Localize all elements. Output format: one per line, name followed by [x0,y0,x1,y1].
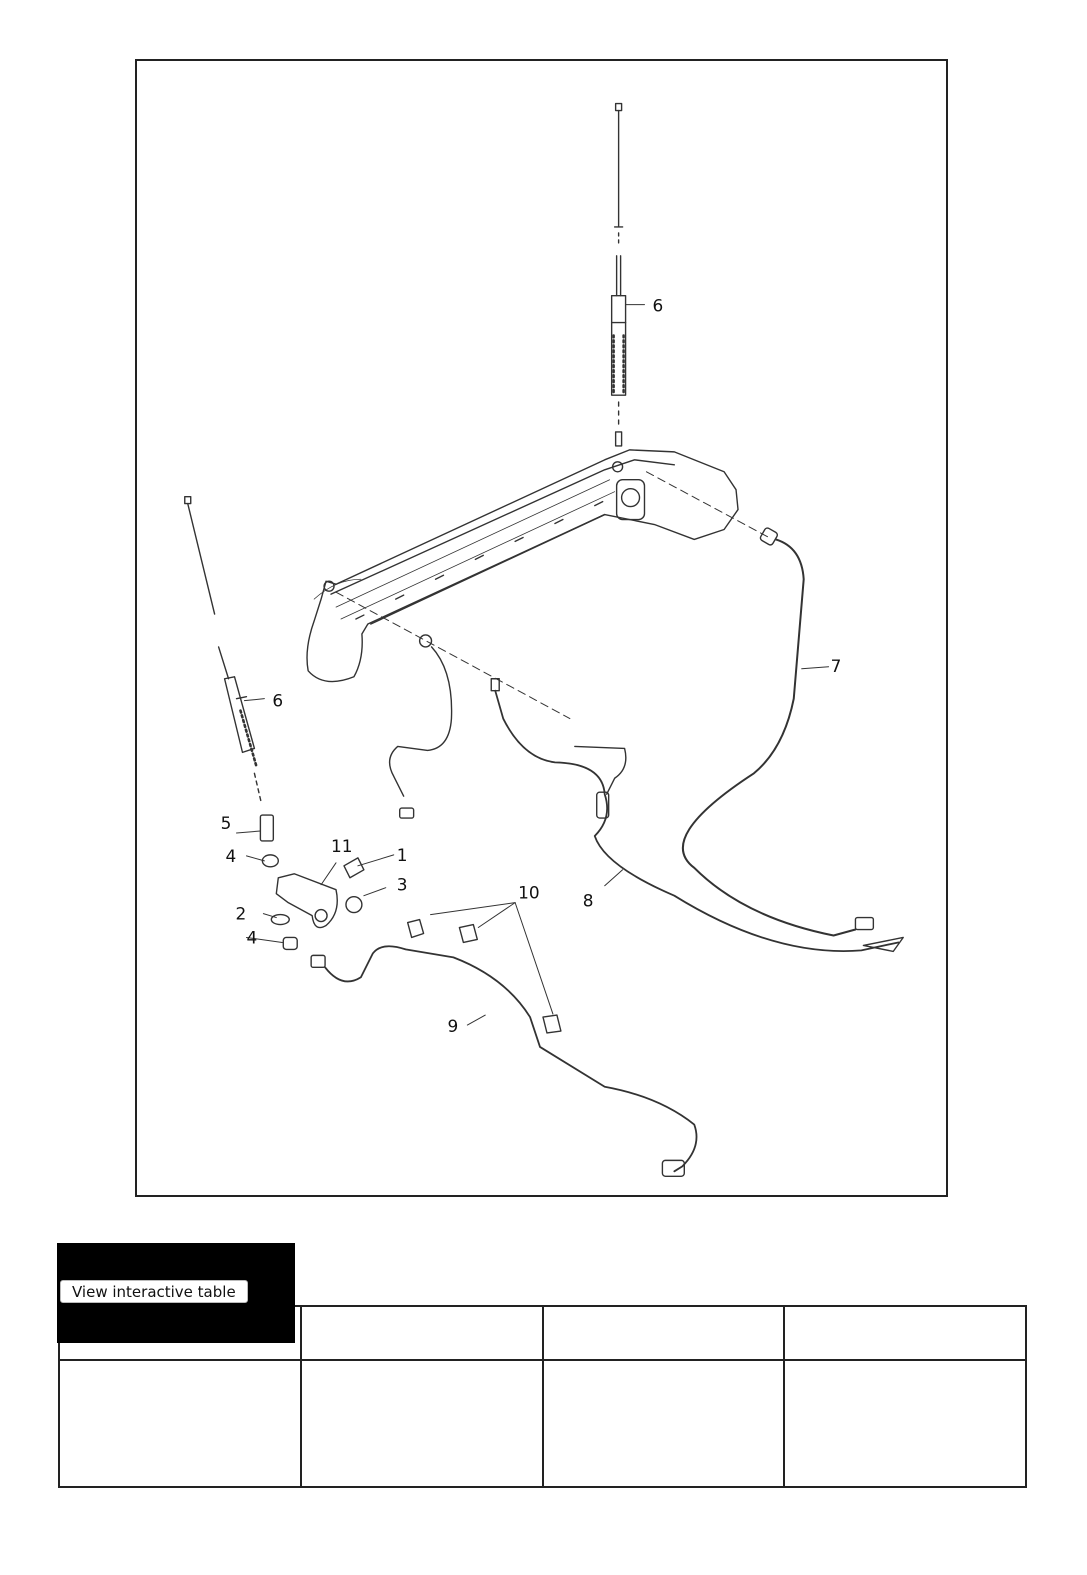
table-header-cell [783,1304,1027,1362]
table-header-cell [299,1304,544,1362]
short-lead [388,634,453,819]
callout-5: 5 [221,813,232,833]
leader-lines [236,304,830,1026]
mount-hardware [259,814,365,951]
left-antenna [184,495,263,804]
table-cell [783,1359,1027,1488]
callout-3: 3 [397,875,408,895]
cable-8 [490,678,904,953]
view-interactive-table-button[interactable]: View interactive table [60,1280,248,1303]
callout-1: 1 [397,845,408,865]
exploded-view-drawing: 6 6 7 8 9 10 11 1 3 2 4 4 5 [184,102,904,1177]
rack-bar [306,449,739,683]
table-cell [58,1359,302,1488]
callout-6-lower: 6 [272,691,283,711]
callout-11: 11 [331,836,353,856]
parts-diagram: 6 6 7 8 9 10 11 1 3 2 4 4 5 [135,59,948,1197]
table-header-cell [541,1304,786,1362]
upper-antenna [610,102,627,447]
callout-9: 9 [447,1016,458,1036]
callout-4-lower: 4 [246,927,257,947]
table-row [58,1359,1027,1488]
table-overlay-panel: View interactive table [57,1243,295,1343]
callout-2: 2 [236,904,247,924]
table-cell [299,1359,544,1488]
cable-7 [681,527,875,937]
table-cell [541,1359,786,1488]
callout-6-upper: 6 [652,296,663,316]
cable-9 [310,945,698,1177]
callout-10: 10 [518,883,540,903]
callout-8: 8 [583,891,594,911]
callout-7: 7 [831,656,842,676]
callout-4-upper: 4 [226,846,237,866]
callout-labels: 6 6 7 8 9 10 11 1 3 2 4 4 5 [221,296,842,1036]
grommets-10 [406,918,562,1034]
